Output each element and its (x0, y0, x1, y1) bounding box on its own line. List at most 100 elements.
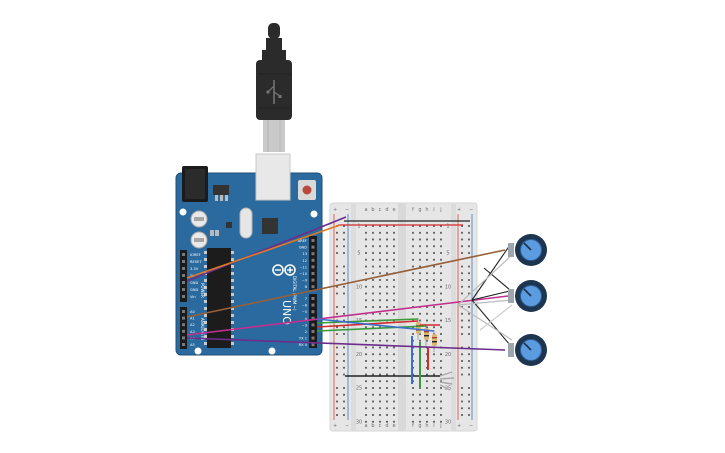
wire-purple-top (186, 216, 347, 282)
analog-label: ANALOG IN (200, 318, 205, 340)
rail-minus-label-br: − (469, 423, 473, 429)
column-label: f (412, 207, 414, 213)
wire-gray-b (457, 299, 513, 306)
voltage-regulator (213, 185, 229, 201)
header-pin[interactable] (182, 295, 185, 298)
pin-label: A2 (190, 323, 195, 327)
column-label: e (392, 423, 395, 429)
header-pin[interactable] (182, 343, 185, 346)
header-pin[interactable] (311, 330, 315, 333)
column-label: h (425, 423, 428, 429)
usb-symbol-icon (266, 80, 282, 104)
row-label: 5 (446, 251, 449, 257)
pin-label: ~3 (302, 323, 307, 327)
power-label: POWER (200, 283, 205, 298)
rail-minus-label-tl: − (345, 207, 349, 213)
header-pin[interactable] (182, 329, 185, 333)
pin-label: Vin (190, 295, 196, 299)
row-label: 30 (356, 419, 362, 425)
wire-white-d (479, 304, 513, 331)
pin-label: TX 1 (298, 337, 307, 341)
header-pin[interactable] (311, 336, 315, 340)
pin-label: 4 (305, 317, 308, 321)
header-pin[interactable] (182, 316, 185, 320)
header-pin[interactable] (311, 310, 315, 314)
header-pin[interactable] (182, 281, 185, 284)
header-pin[interactable] (182, 323, 185, 327)
header-pin[interactable] (311, 303, 315, 307)
column-label: b (371, 423, 374, 429)
wire-green-2 (316, 325, 427, 332)
row-label: 10 (445, 284, 451, 290)
header-pin[interactable] (311, 285, 315, 289)
potentiometer-3[interactable] (508, 334, 547, 366)
header-pin[interactable] (311, 316, 315, 320)
arduino-logo-icon (272, 264, 296, 276)
header-pin[interactable] (311, 252, 315, 256)
row-label: 20 (356, 352, 362, 358)
column-label: b (371, 207, 374, 213)
rail-plus-label-bl: + (333, 423, 337, 429)
header-pin[interactable] (182, 310, 185, 313)
pin-label: ~11 (299, 265, 307, 269)
pin-label: 12 (302, 259, 307, 263)
header-pin[interactable] (182, 253, 185, 256)
header-pin[interactable] (311, 297, 315, 300)
brand-label: UNO (280, 300, 293, 325)
wire-black-d (483, 267, 511, 291)
column-label: a (364, 207, 367, 213)
row-label: 20 (445, 352, 451, 358)
rgb-led[interactable] (439, 371, 455, 391)
reset-button[interactable] (298, 180, 316, 200)
header-pin[interactable] (182, 260, 185, 263)
row-label: 10 (356, 284, 362, 290)
pin-label: GND (299, 246, 307, 250)
column-label: d (385, 423, 388, 429)
arduino-uno-board[interactable]: UNO DIGITAL (PWM ~) POWER ANALOG IN AREF… (175, 153, 323, 356)
resistors[interactable] (416, 318, 437, 352)
header-pin[interactable] (311, 272, 315, 275)
header-pin[interactable] (182, 336, 185, 340)
wire-purple-bottom (186, 337, 506, 351)
header-pin[interactable] (311, 245, 315, 249)
pin-label: ~5 (302, 310, 307, 314)
column-label: j (439, 207, 441, 213)
column-label: g (418, 207, 421, 213)
usb-grip (258, 73, 290, 109)
wire-magenta (186, 295, 509, 336)
row-label: 1 (446, 224, 449, 230)
small-chips (210, 218, 278, 236)
potentiometer-2[interactable] (508, 280, 547, 312)
header-pin[interactable] (311, 343, 315, 347)
breadboard-jumpers[interactable] (338, 220, 470, 388)
header-pin[interactable] (182, 274, 185, 277)
pin-label: A3 (190, 330, 195, 334)
header-pin[interactable] (182, 267, 185, 270)
header-pin[interactable] (311, 258, 315, 262)
pin-label: AREF (298, 239, 307, 243)
wire-brown (186, 249, 506, 318)
header-pin[interactable] (311, 239, 315, 242)
pin-label: ~9 (302, 279, 308, 283)
column-label: f (412, 423, 414, 429)
rail-plus-label-tl: + (333, 207, 337, 213)
pin-label: 8 (305, 285, 308, 289)
potentiometer-1[interactable] (508, 234, 547, 266)
wire-orange (186, 224, 341, 279)
wire-black-b (471, 299, 511, 346)
header-pin[interactable] (182, 288, 185, 291)
wires[interactable] (186, 216, 513, 351)
header-pin[interactable] (311, 323, 315, 327)
potentiometer-icon (508, 234, 547, 266)
pin-label: 7 (305, 297, 307, 301)
row-label: 1 (357, 224, 360, 230)
header-pin[interactable] (311, 278, 315, 282)
column-label: i (433, 423, 434, 429)
pin-label: RX 0 (299, 343, 308, 347)
header-pin[interactable] (311, 265, 315, 269)
